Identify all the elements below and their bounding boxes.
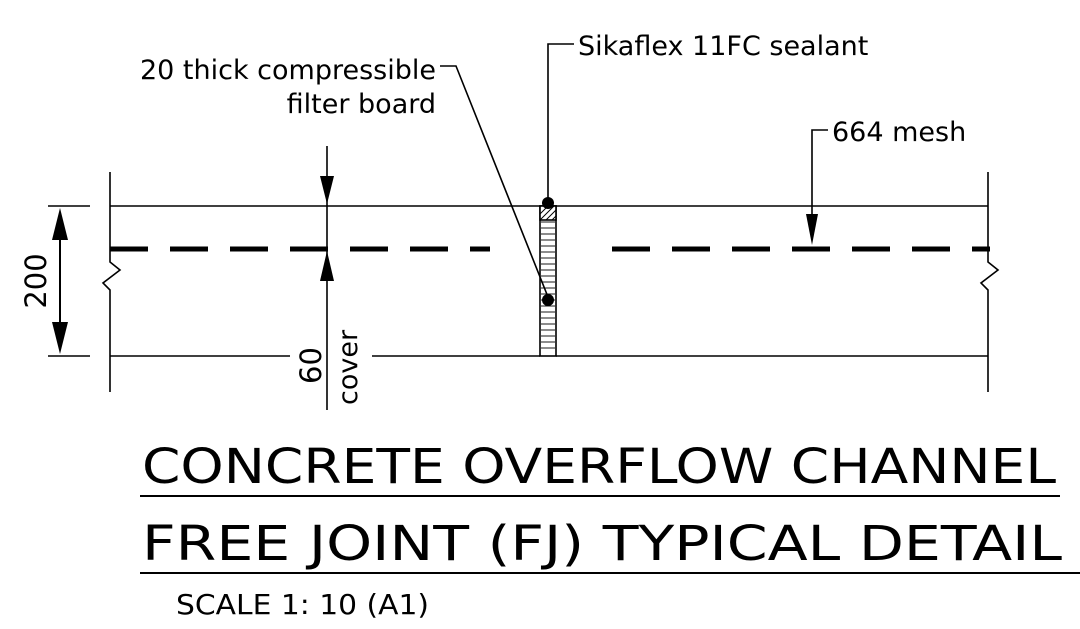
depth-dimension-value: 200 [19, 253, 53, 308]
sealant-block [539, 205, 557, 221]
title-line-1: CONCRETE OVERFLOW CHANNEL [142, 439, 1056, 495]
cover-dimension-word: cover [333, 329, 364, 405]
sealant-leader-dot [542, 197, 554, 209]
sealant-leader [547, 43, 574, 202]
filter-board-leader-dot [542, 294, 554, 306]
depth-dimension [48, 205, 90, 357]
mesh-leader [811, 129, 828, 234]
sealant-label: Sikaflex 11FC sealant [578, 31, 868, 62]
left-break-line [101, 172, 122, 392]
mesh-label: 664 mesh [832, 117, 966, 148]
filter-board-leader [440, 65, 549, 298]
mesh-leader-arrowhead [806, 214, 818, 245]
filter-board-label-line1: 20 thick compressible [140, 55, 436, 86]
title-line-2: FREE JOINT (FJ) TYPICAL DETAIL [142, 516, 1062, 572]
filter-board-label-line2: filter board [287, 89, 436, 120]
right-break-line [979, 172, 1000, 392]
scale-label: SCALE 1: 10 (A1) [176, 588, 429, 621]
filter-board [539, 205, 557, 357]
cover-dimension-value: 60 [294, 347, 328, 384]
cover-dimension [320, 146, 334, 410]
